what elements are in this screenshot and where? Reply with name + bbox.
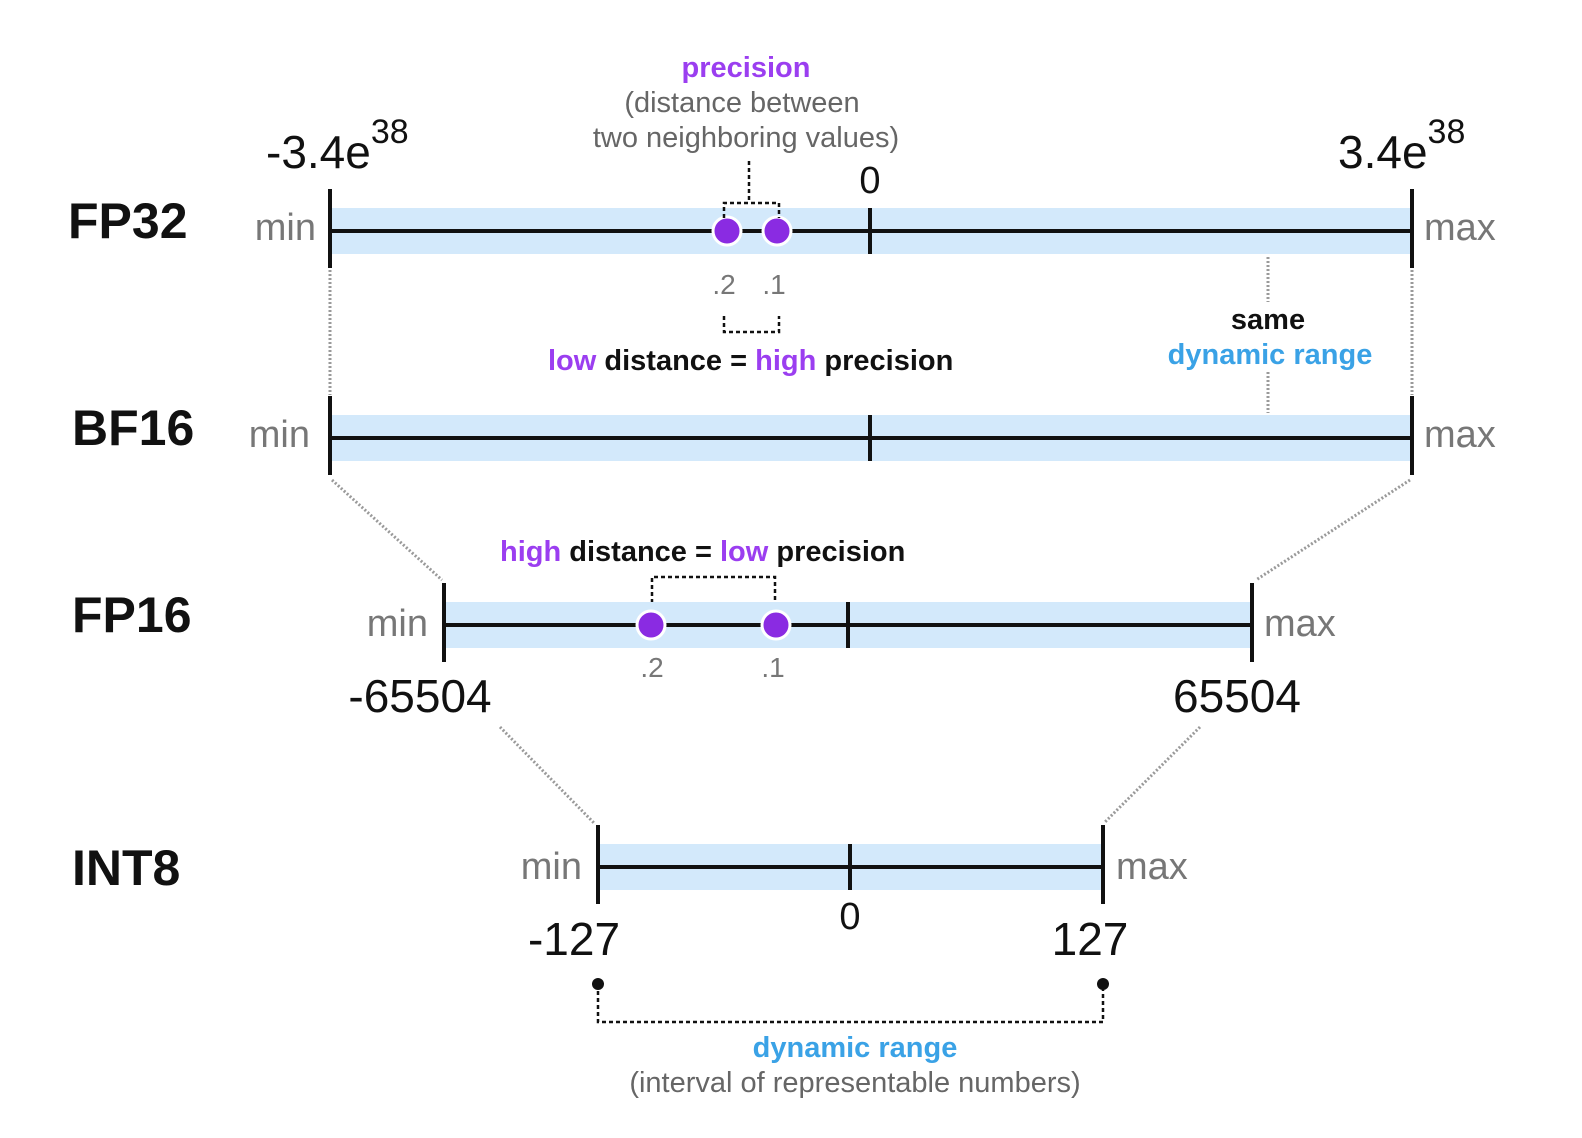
high-distance-annotation: high distance = low precision: [500, 536, 905, 610]
bf16-label: BF16: [72, 400, 194, 456]
fp32-max-label: max: [1424, 207, 1496, 249]
fp32-label: FP32: [68, 193, 188, 249]
same-range-line2: dynamic range: [1168, 339, 1373, 371]
precision-word: precision: [824, 345, 953, 377]
precision-annotation: precision (distance between two neighbor…: [593, 52, 899, 218]
fp32-point-b-label: .1: [762, 269, 785, 300]
fp16-point-a-label: .2: [640, 652, 663, 683]
bf16-max-label: max: [1424, 414, 1496, 456]
precision-word: precision: [776, 536, 905, 568]
high-word: high: [500, 536, 561, 568]
fp16-scale: FP16 min max .2 .1 -65504 65504: [72, 583, 1336, 722]
int8-max-label: max: [1116, 846, 1188, 888]
bf16-scale: BF16 min max: [72, 396, 1496, 475]
high-distance-text: high distance = low precision: [500, 536, 905, 568]
fp32-min-exponent: 38: [371, 113, 409, 151]
int8-scale: INT8 min max 0 -127 127: [72, 825, 1188, 965]
fp32-max-mantissa: 3.4e: [1338, 126, 1428, 178]
dynamic-range-annotation: dynamic range (interval of representable…: [592, 978, 1109, 1099]
high-word: high: [755, 345, 816, 377]
low-word: low: [720, 536, 769, 568]
precision-title: precision: [682, 52, 811, 84]
fp32-point-a-label: .2: [712, 269, 735, 300]
fp32-point-a: [711, 215, 743, 247]
fp16-int8-left-connector: [498, 725, 596, 825]
distance-word: distance: [604, 345, 722, 377]
fp32-min-mantissa: -3.4e: [266, 126, 371, 178]
bf16-fp16-left-connector: [330, 478, 444, 582]
bf16-min-label: min: [249, 414, 310, 456]
fp16-min-label: min: [367, 603, 428, 645]
precision-bracket: [722, 161, 781, 218]
fp16-max-value: 65504: [1173, 670, 1301, 722]
bf16-fp16-right-connector: [1255, 478, 1411, 582]
fp16-point-a: [635, 609, 667, 641]
fp16-point-b-label: .1: [761, 652, 784, 683]
high-distance-bracket: [650, 575, 777, 610]
fp16-label: FP16: [72, 587, 192, 643]
fp32-zero-label: 0: [859, 160, 880, 202]
low-distance-text: low distance = high precision: [548, 345, 953, 377]
fp32-max-value: 3.4e38: [1338, 113, 1465, 178]
fp16-min-value: -65504: [348, 670, 491, 722]
low-word: low: [548, 345, 597, 377]
fp32-min-label: min: [255, 207, 316, 249]
fp32-max-exponent: 38: [1428, 113, 1466, 151]
fp16-point-b: [760, 609, 792, 641]
distance-word: distance: [569, 536, 687, 568]
equals-sign: =: [730, 345, 747, 377]
int8-min-label: min: [521, 846, 582, 888]
fp16-max-label: max: [1264, 603, 1336, 645]
same-range-annotation: same dynamic range: [1168, 304, 1373, 371]
fp32-scale: FP32 min max -3.4e38 3.4e38 0 .2 .1: [68, 113, 1496, 300]
precision-line1: (distance between: [624, 87, 859, 119]
dynamic-range-title: dynamic range: [753, 1032, 958, 1064]
low-distance-annotation: low distance = high precision: [548, 316, 953, 377]
fp32-min-value: -3.4e38: [266, 113, 409, 178]
connectors: [328, 257, 1414, 825]
range-end-dot: [1097, 978, 1109, 990]
int8-label: INT8: [72, 840, 180, 896]
fp16-int8-right-connector: [1102, 725, 1202, 825]
dynamic-range-subtitle: (interval of representable numbers): [629, 1067, 1080, 1099]
same-range-line1: same: [1231, 304, 1305, 336]
dynamic-range-bracket: [596, 984, 1105, 1024]
fp32-point-b: [761, 215, 793, 247]
equals-sign: =: [695, 536, 712, 568]
int8-max-value: 127: [1052, 913, 1129, 965]
precision-line2: two neighboring values): [593, 122, 899, 154]
low-distance-bracket: [722, 316, 781, 334]
int8-min-value: -127: [528, 913, 620, 965]
int8-zero-label: 0: [839, 896, 860, 938]
